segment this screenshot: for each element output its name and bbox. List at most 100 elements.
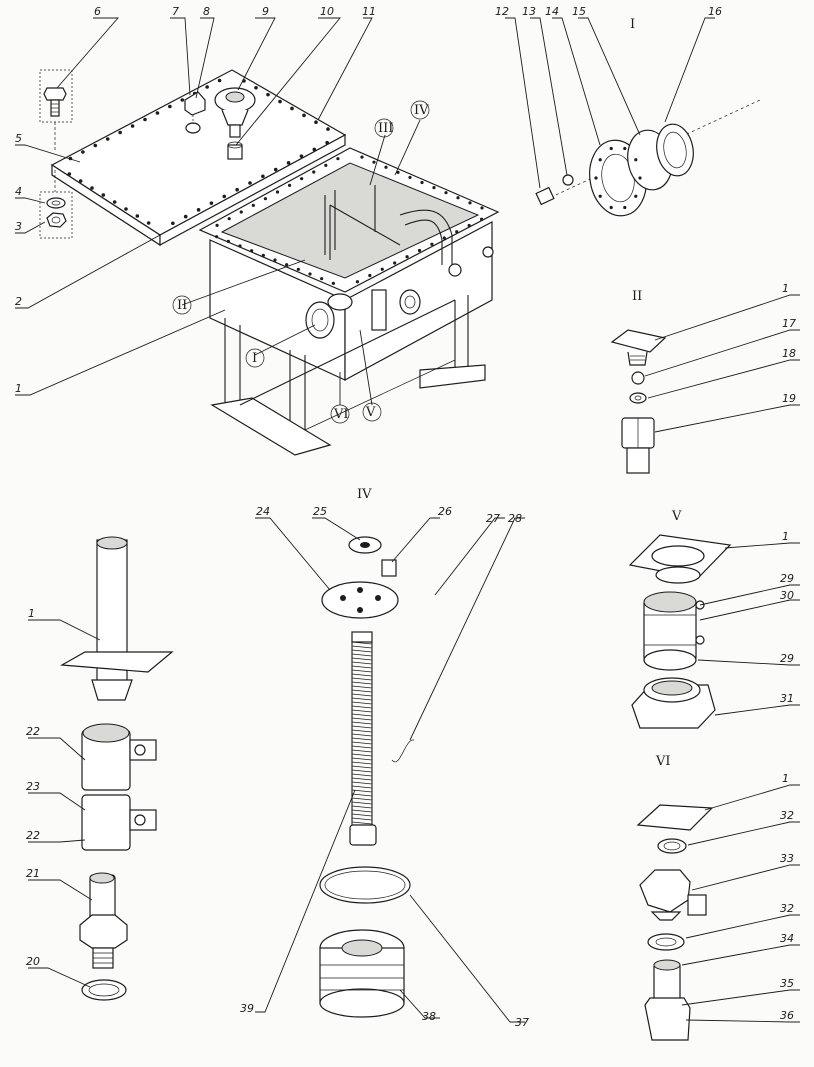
label-24: 24	[256, 505, 270, 518]
bolt-hole	[396, 170, 400, 174]
bolt-hole	[226, 239, 230, 243]
label-21: 21	[26, 867, 40, 880]
bolt-hole	[143, 117, 147, 122]
bolt-hole	[273, 167, 278, 172]
label-1-view2: 1	[782, 282, 789, 295]
label-34: 34	[780, 932, 794, 945]
label-17: 17	[782, 317, 796, 330]
bolt-hole	[368, 273, 372, 278]
bolt-hole	[217, 78, 222, 83]
label-20: 20	[26, 955, 40, 968]
bolt-hole	[355, 280, 360, 284]
thread-turn	[351, 705, 373, 709]
bolt-hole	[598, 194, 602, 198]
tank-stand	[210, 295, 486, 456]
label-1-tank: 1	[15, 382, 22, 395]
thread-turn	[351, 693, 373, 697]
bolt-hole	[171, 221, 175, 226]
bolt-hole	[205, 85, 209, 89]
plug-7-8	[184, 91, 206, 134]
thread-turn	[351, 781, 373, 785]
thread-turn	[351, 685, 373, 689]
tank-body	[198, 147, 500, 382]
bolt-hole	[594, 176, 598, 180]
marker-II: II	[177, 298, 187, 313]
thread-turn	[351, 709, 373, 713]
bolt-hole	[331, 281, 335, 285]
label-35: 35	[780, 977, 794, 990]
label-7: 7	[172, 5, 179, 18]
thread-turn	[351, 657, 373, 661]
bolt-hole	[112, 200, 117, 204]
bolt-hole	[623, 146, 627, 151]
label-37: 37	[515, 1016, 529, 1029]
bolt-hole	[227, 217, 231, 221]
view-markers: I II IV V VI III IV II I VI V	[172, 17, 682, 769]
thread-turn	[351, 749, 373, 753]
thread-turn	[351, 717, 373, 721]
bolt-hole	[273, 258, 277, 262]
breather-9-10	[214, 87, 256, 160]
thread-turn	[351, 661, 373, 665]
thread-turn	[351, 733, 373, 737]
bolt-hole	[384, 165, 388, 169]
label-8: 8	[203, 5, 210, 18]
label-11: 11	[362, 5, 376, 18]
bolt-hole	[81, 150, 85, 154]
bolt-hole	[286, 161, 291, 165]
bolt-hole	[308, 272, 312, 276]
washer-4-nut-3	[39, 170, 73, 239]
bolt-hole	[78, 179, 83, 183]
thread-turn	[351, 689, 373, 693]
thread-turn	[351, 757, 373, 761]
label-14: 14	[545, 5, 559, 18]
bolt-hole	[290, 106, 294, 111]
thread-turn	[351, 805, 373, 809]
marker-I: I	[252, 351, 257, 366]
bolt-hole	[634, 194, 638, 198]
bolt-hole	[479, 217, 484, 221]
bolt-hole	[300, 177, 304, 181]
bolt-hole	[278, 99, 282, 104]
bolt-hole	[251, 203, 255, 207]
thread-turn	[351, 649, 373, 653]
thread-turn	[351, 797, 373, 801]
bolt-hole	[430, 242, 434, 246]
bolt-hole	[287, 183, 292, 187]
thread-turn	[351, 753, 373, 757]
label-13: 13	[522, 5, 536, 18]
thread-turn	[351, 765, 373, 769]
bolt-hole	[261, 174, 265, 179]
bolt-hole	[634, 158, 638, 162]
thread-turn	[351, 817, 373, 821]
label-39: 39	[240, 1002, 254, 1015]
label-18: 18	[782, 347, 796, 360]
label-10: 10	[320, 5, 334, 18]
label-22-top: 22	[26, 725, 40, 738]
label-16: 16	[708, 5, 722, 18]
bolt-hole	[405, 255, 409, 259]
bolt-hole	[393, 261, 397, 265]
label-2: 2	[15, 295, 22, 308]
bolt-hole	[609, 146, 613, 151]
thread-turn	[351, 785, 373, 789]
thread-turn	[351, 641, 373, 645]
bolt-hole	[215, 235, 219, 239]
bolt-hole	[168, 104, 172, 109]
label-29-top: 29	[780, 572, 794, 585]
thread-turn	[351, 677, 373, 681]
bolt-hole	[235, 187, 239, 192]
thread-turn	[351, 681, 373, 685]
view-VI-title: VI	[655, 754, 671, 769]
bolt-hole	[609, 205, 613, 210]
tank-lid	[50, 69, 347, 247]
label-3: 3	[15, 220, 22, 233]
thread-turn	[351, 721, 373, 725]
thread-turn	[351, 793, 373, 797]
bolt-hole	[180, 98, 185, 102]
bolt-hole	[275, 190, 280, 194]
thread-turn	[351, 697, 373, 701]
bolt-hole	[222, 194, 227, 199]
bolt-hole	[124, 207, 128, 211]
